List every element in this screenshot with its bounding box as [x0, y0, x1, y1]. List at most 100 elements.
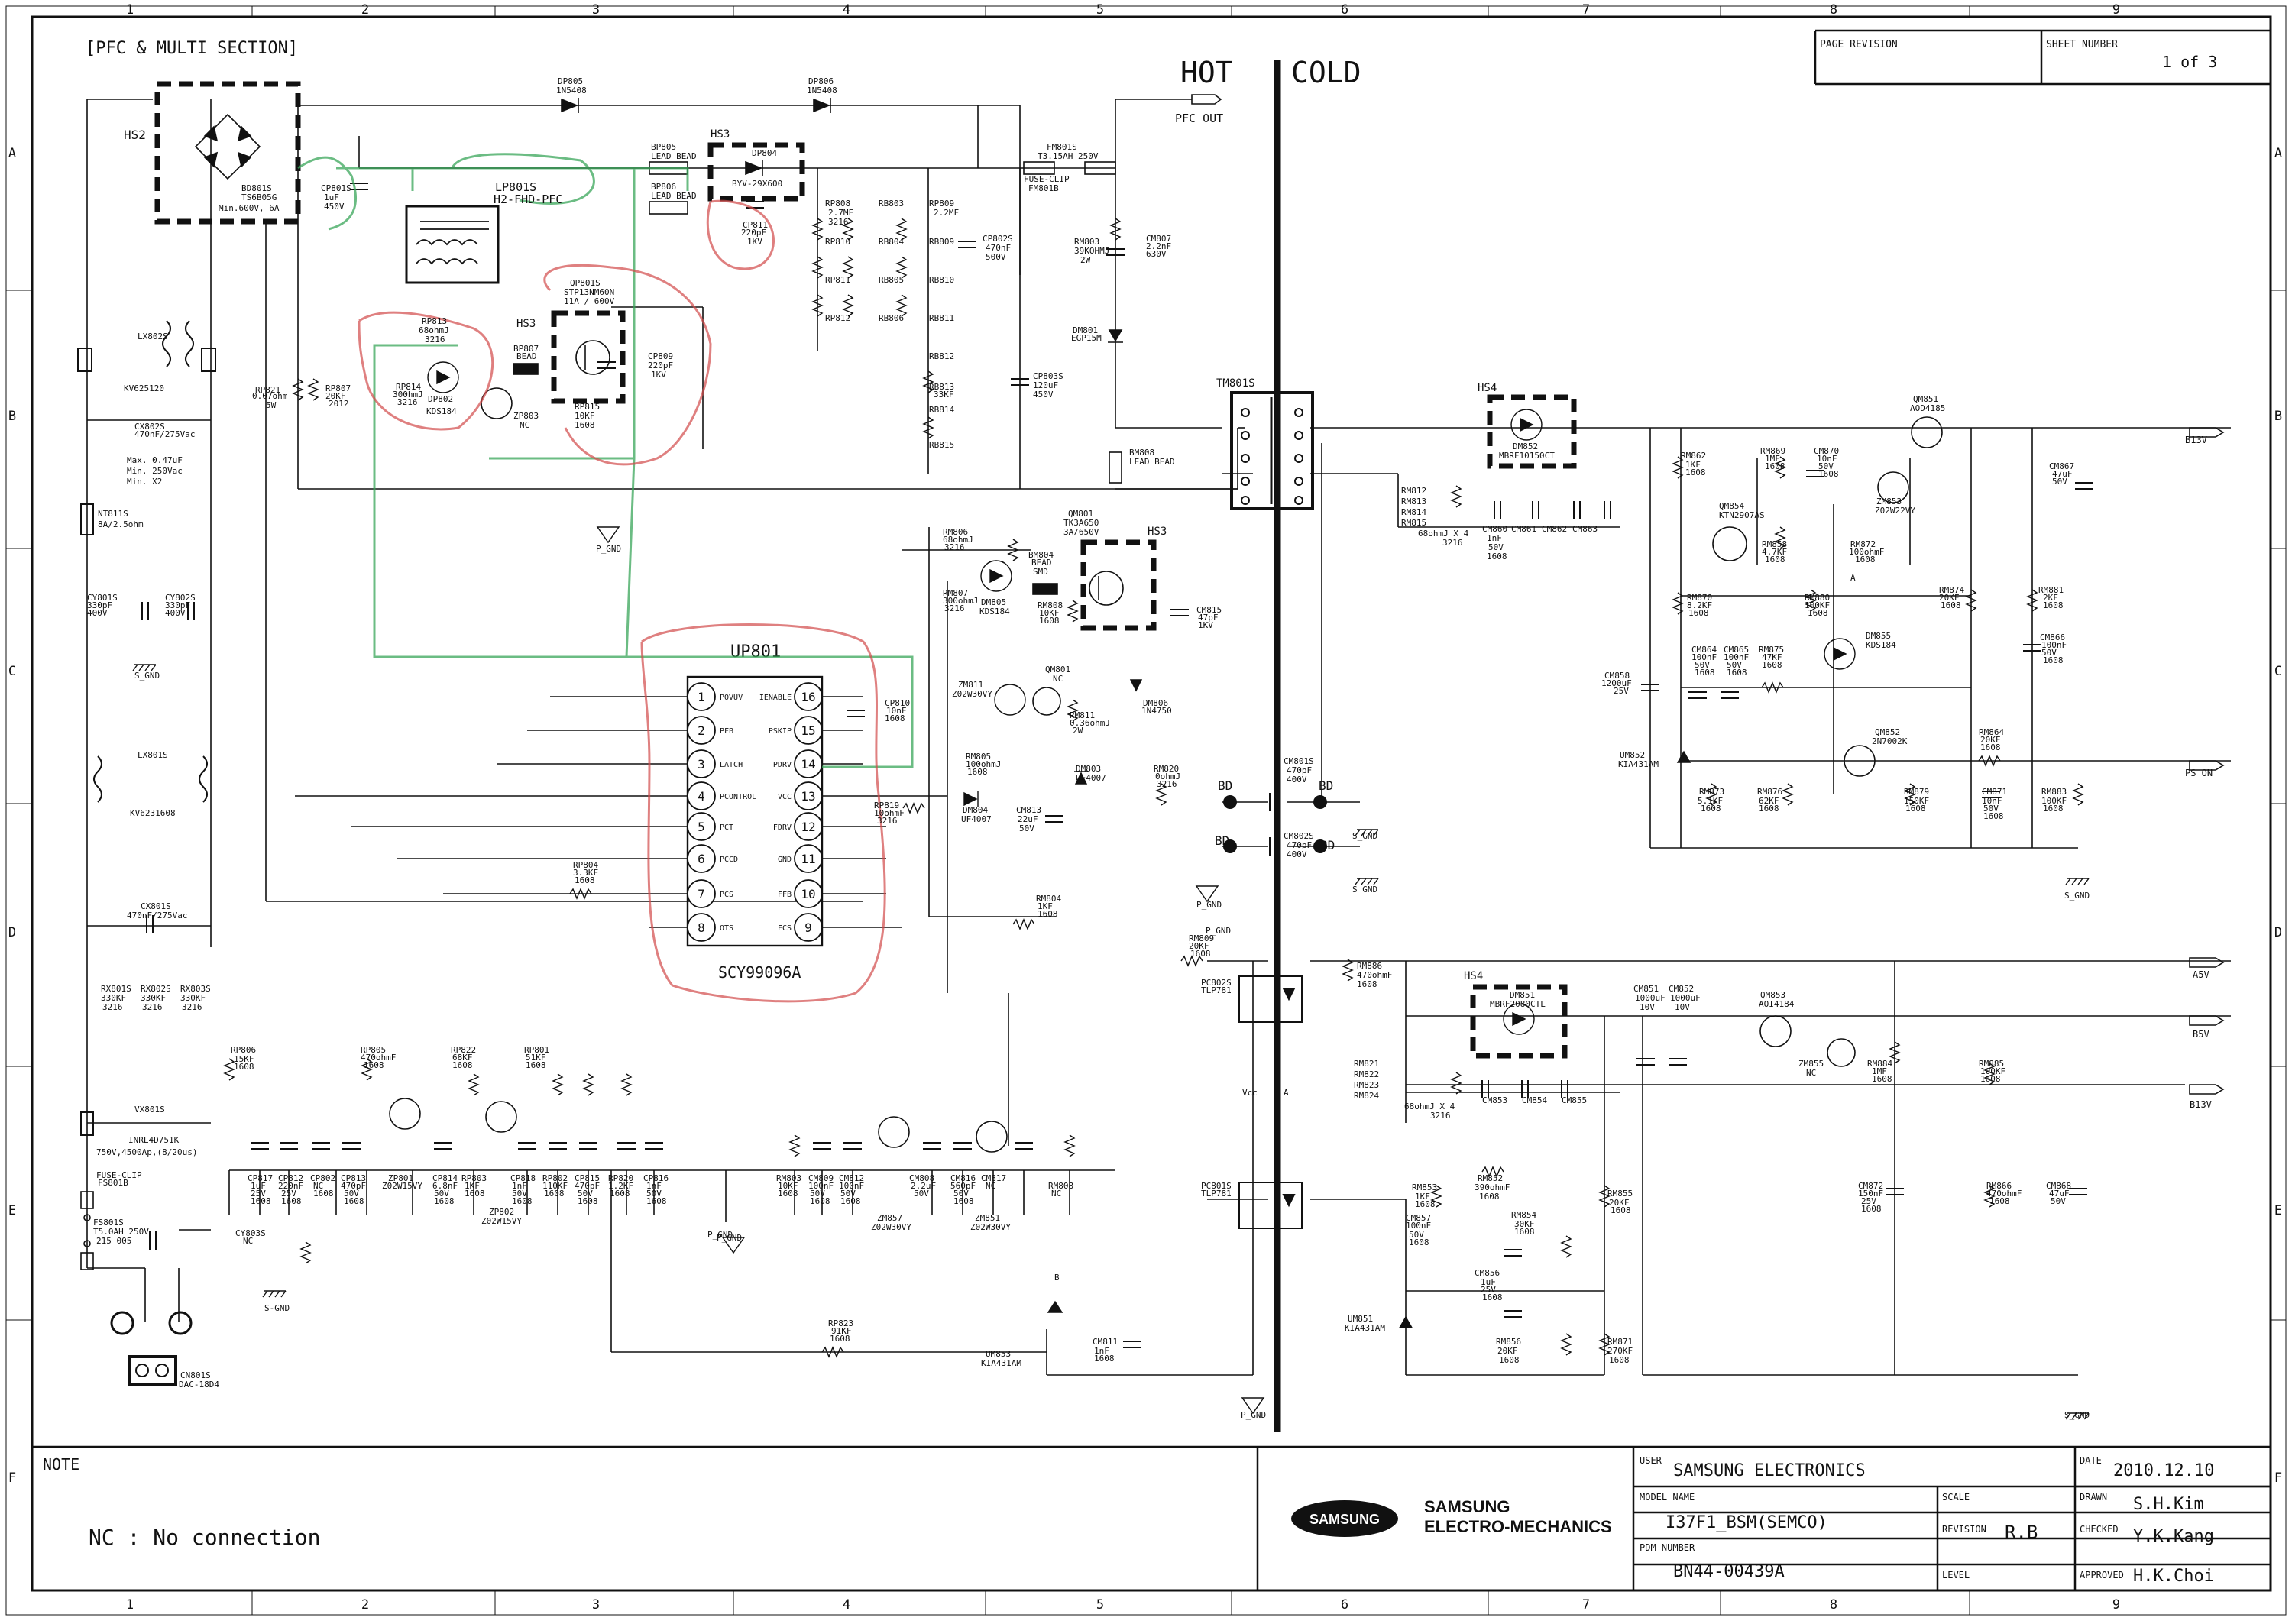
resistor-zigzag	[821, 1346, 844, 1358]
ic-pin-name: OTS	[720, 924, 733, 933]
component-label-rm858v: 4.7KF	[1762, 547, 1787, 557]
component-label-cp803v: 120uF	[1033, 380, 1058, 390]
component-label-cm872r: 25V	[1861, 1196, 1876, 1206]
component-label-rm854: RM854	[1511, 1210, 1536, 1220]
component-label-rb812: RB812	[929, 351, 954, 361]
component-label-rm804s: 1608	[1038, 909, 1058, 919]
component-label-rx801v: 330KF	[101, 993, 126, 1003]
component-label-cx802: CX802S	[134, 422, 165, 432]
component-label-cm856: CM856	[1475, 1268, 1500, 1278]
component-label-rp803v: 1KF	[465, 1181, 480, 1191]
component-label-um853: UM853	[986, 1349, 1011, 1359]
component-label-rp821: RP821	[255, 385, 280, 395]
component-label-rm809v: 20KF	[1189, 941, 1209, 951]
component-label-cy801v: 330pF	[87, 600, 112, 610]
component-label-sgnd2: S-GND	[264, 1303, 290, 1313]
component-label-cp802v: NC	[313, 1181, 323, 1191]
component-label-cm871s: 1608	[1983, 811, 2004, 821]
ground-symbol	[596, 526, 620, 544]
component-label-rm807s: 3216	[944, 603, 965, 613]
component-label-cm86xs: 1608	[1487, 552, 1507, 561]
resistor-zigzag	[1672, 592, 1684, 615]
level-label: LEVEL	[1942, 1570, 1970, 1580]
ic-pin-circle	[794, 812, 823, 841]
ic-pin-circle	[687, 879, 716, 908]
component-label-sgnd6: S_GND	[2064, 1410, 2090, 1420]
component-label-cm860: CM860	[1482, 524, 1507, 534]
component-label-rm852v: 390ohmF	[1475, 1182, 1510, 1192]
component-label-cm815: CM815	[1196, 605, 1222, 615]
component-label-cm858: CM858	[1604, 671, 1630, 681]
component-label-fm801: FM801S	[1047, 142, 1077, 152]
component-label-hs4a: HS4	[1478, 382, 1497, 394]
component-label-cp814r: 50V	[434, 1189, 449, 1199]
component-label-rm856v: 20KF	[1497, 1346, 1518, 1356]
line-filters	[77, 320, 216, 1136]
ic-pin-name: POVUV	[720, 694, 743, 702]
ic-pin-name: PSKIP	[769, 727, 792, 736]
component-label-cy802: CY802S	[165, 593, 196, 603]
component-label-fs801a: FS801S	[93, 1218, 124, 1228]
component-label-cy802r: 400V	[165, 608, 186, 618]
component-label-rm852: RM852	[1478, 1173, 1503, 1183]
component-label-bd801v: TS6B05G	[241, 192, 277, 202]
transformer-tm801s	[1230, 391, 1314, 510]
component-label-rm805: RM805	[966, 752, 991, 762]
component-label-pgnd5: P_GND	[1241, 1410, 1266, 1420]
ic-pin-circle	[687, 749, 716, 778]
component-label-rm884v: 1MF	[1872, 1066, 1887, 1076]
component-label-rm885s: 1608	[1980, 1074, 2001, 1084]
component-label-rm880: RM880	[1805, 593, 1830, 603]
component-label-rp808: RP808	[825, 199, 850, 209]
resistor-zigzag	[1983, 1185, 1996, 1208]
component-label-rp820s: 1608	[610, 1189, 630, 1199]
component-label-lx802v: KV625120	[124, 383, 164, 393]
component-label-dm801: DM801	[1073, 325, 1098, 335]
resistor-zigzag	[922, 416, 934, 439]
component-label-rp801s: 1608	[526, 1060, 546, 1070]
component-label-cm862: CM862	[1542, 524, 1567, 534]
component-label-cm816: CM816	[950, 1173, 976, 1183]
approved-value: H.K.Choi	[2133, 1567, 2214, 1586]
component-label-rm872: RM872	[1850, 539, 1876, 549]
resistor-zigzag	[1774, 456, 1786, 479]
ic-pin-number: 13	[801, 789, 815, 804]
component-label-dm806v: 1N4750	[1141, 706, 1172, 716]
component-label-v3216: 3216	[828, 217, 849, 227]
component-label-rm808s: 1608	[1039, 616, 1060, 626]
resistor-zigzag	[292, 378, 304, 401]
page-revision-label: PAGE REVISION	[1820, 39, 1898, 50]
component-label-cm807r: 630V	[1146, 249, 1167, 259]
grid-column-label: 1	[126, 1597, 134, 1613]
ic-pin-number: 3	[698, 757, 705, 772]
component-label-zm857: ZM857	[877, 1213, 902, 1223]
component-label-rm873s: 1608	[1701, 804, 1721, 814]
user-label: USER	[1640, 1455, 1662, 1466]
resistor-zigzag	[468, 1073, 480, 1096]
component-label-cm811s: 1608	[1094, 1354, 1115, 1364]
component-label-rx802v: 330KF	[141, 993, 166, 1003]
component-label-rm874v: 20KF	[1939, 593, 1960, 603]
pfc-inductor-lp801s	[405, 205, 500, 284]
component-label-cm857v: 100nF	[1406, 1221, 1431, 1231]
component-label-hs4b: HS4	[1464, 970, 1483, 982]
component-label-rp813s: 3216	[425, 335, 445, 345]
component-label-dm804v: UF4007	[961, 814, 992, 824]
grid-row-label: D	[2274, 925, 2282, 940]
component-label-rp812: RP812	[825, 313, 850, 323]
component-label-rm869s: 1608	[1765, 461, 1785, 471]
ic-pin-circle	[687, 781, 716, 810]
component-label-cm866: CM866	[2040, 632, 2065, 642]
revision-value: R.B	[2005, 1522, 2038, 1543]
ic-pin-number: 8	[698, 920, 705, 935]
resistor-zigzag	[811, 294, 824, 317]
resistor-zigzag	[1598, 1333, 1611, 1356]
component-label-rp806s: 1608	[234, 1062, 254, 1072]
component-label-bp805v: LEAD BEAD	[651, 151, 697, 161]
resistor-zigzag	[788, 1134, 801, 1157]
component-label-cm864s: 1608	[1695, 668, 1715, 678]
component-label-cp801r: 450V	[324, 202, 345, 212]
component-label-rm880s: 1608	[1808, 608, 1828, 618]
ground-symbol	[1241, 1397, 1265, 1415]
component-label-rm821v: 68ohmJ X 4	[1404, 1102, 1455, 1111]
